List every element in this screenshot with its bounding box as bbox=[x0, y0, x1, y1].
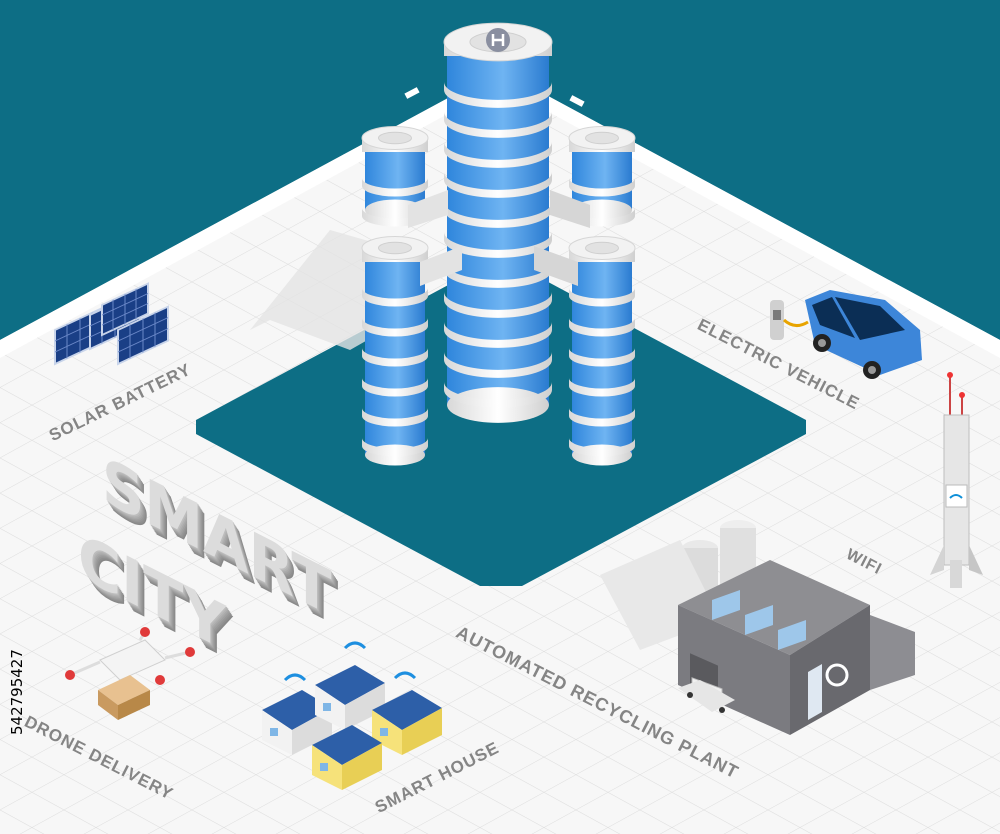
electric-car bbox=[770, 290, 922, 379]
recycling-plant bbox=[600, 520, 915, 735]
tower-main bbox=[443, 22, 553, 423]
tower-front-left bbox=[361, 236, 429, 466]
smart-houses bbox=[262, 641, 442, 790]
stock-id: 542795427 bbox=[8, 649, 26, 735]
solar-panels bbox=[54, 282, 169, 366]
tower-back-right bbox=[568, 126, 636, 227]
tower-back-left bbox=[361, 126, 429, 227]
delivery-drone bbox=[65, 627, 195, 720]
tower-front-right bbox=[568, 236, 636, 466]
tower-group bbox=[361, 22, 636, 466]
sky-bridges bbox=[408, 190, 590, 286]
wifi-tower bbox=[930, 372, 983, 588]
